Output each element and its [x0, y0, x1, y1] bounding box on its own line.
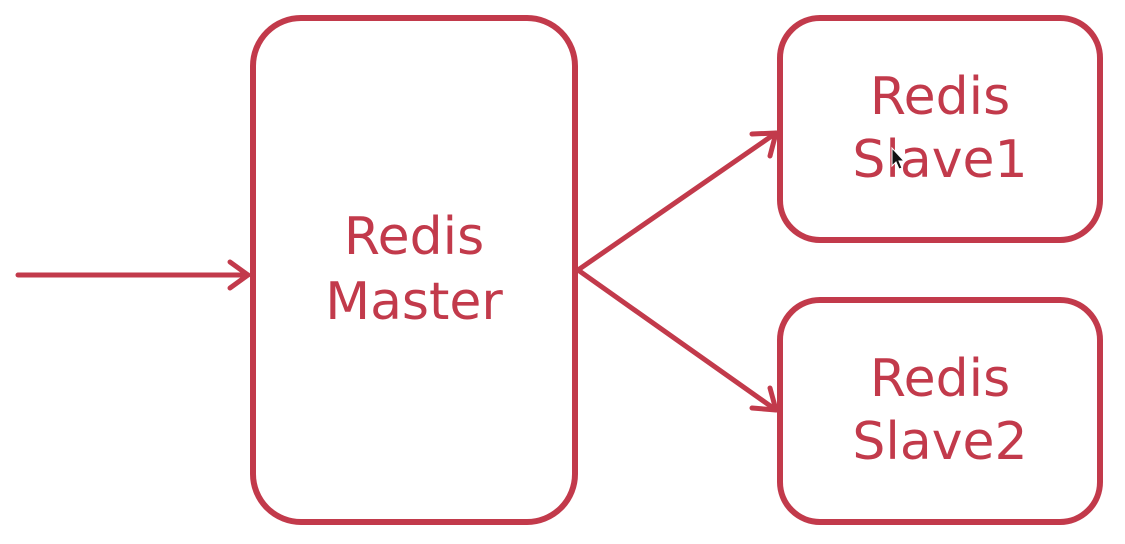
master-label-line2: Master	[325, 272, 503, 332]
slave1-node: Redis Slave1	[777, 15, 1103, 243]
slave2-node: Redis Slave2	[777, 297, 1103, 525]
slave1-label-line2: Slave1	[852, 130, 1027, 190]
slave2-label-line2: Slave2	[852, 412, 1027, 472]
master-node: Redis Master	[250, 15, 578, 525]
arrow-master-to-slave1	[575, 130, 779, 273]
slave2-label-line1: Redis	[870, 349, 1010, 409]
input-arrow	[15, 259, 251, 291]
master-label-line1: Redis	[344, 207, 484, 267]
mouse-cursor-icon	[891, 146, 906, 170]
arrow-master-to-slave2	[575, 267, 779, 413]
slave1-label-line1: Redis	[870, 67, 1010, 127]
